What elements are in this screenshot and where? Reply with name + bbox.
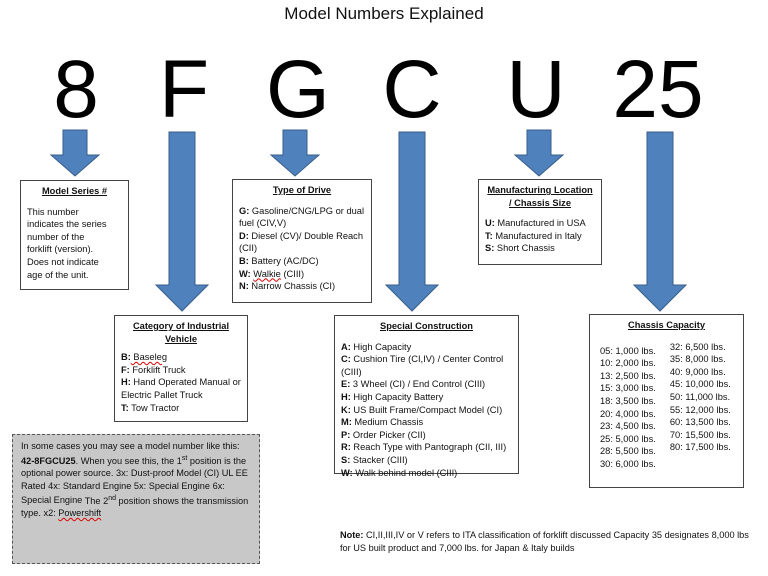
drive-item: B: Battery (AC/DC) bbox=[239, 255, 319, 266]
note-line-1: CI,II,III,IV or V refers to ITA classifi… bbox=[363, 530, 611, 540]
drive-box: Type of Drive G: Gasoline/CNG/LPG or dua… bbox=[232, 179, 372, 303]
capacity-item: 25: 5,000 lbs. bbox=[600, 433, 656, 444]
model-series-line: This number bbox=[27, 206, 79, 217]
capacity-item: 55: 12,000 lbs. bbox=[669, 404, 731, 415]
special-item: P: Order Picker (CII) bbox=[341, 429, 426, 440]
category-item: B: Baseleg bbox=[121, 352, 167, 363]
arrow-location-icon bbox=[513, 129, 565, 177]
capacity-right-column: 32: 6,500 lbs. 35: 8,000 lbs. 40: 9,000 … bbox=[670, 341, 731, 471]
capacity-item: 10: 2,000 lbs. bbox=[600, 358, 656, 369]
drive-item: N: Narrow Chassis (CI) bbox=[239, 281, 336, 292]
capacity-item: 20: 4,000 lbs. bbox=[600, 408, 656, 419]
example-line: 5x: Special Engine bbox=[133, 480, 211, 491]
arrow-series-icon bbox=[49, 129, 101, 177]
capacity-item: 05: 1,000 lbs. bbox=[600, 345, 656, 356]
capacity-box: Chassis Capacity 05: 1,000 lbs. 10: 2,00… bbox=[589, 314, 744, 488]
special-box: Special Construction A: High Capacity C:… bbox=[334, 315, 519, 478]
arrow-special-icon bbox=[384, 131, 440, 312]
category-title: Category of Industrial Vehicle bbox=[132, 321, 230, 344]
category-item: H: Hand Operated Manual or Electric Pall… bbox=[121, 377, 241, 400]
footnote: Note: CI,II,III,IV or V refers to ITA cl… bbox=[340, 529, 760, 555]
special-item: W: Walk behind model (CIII) bbox=[341, 467, 458, 478]
model-series-line: indicates the series bbox=[27, 219, 107, 230]
capacity-left-column: 05: 1,000 lbs. 10: 2,000 lbs. 13: 2,500 … bbox=[600, 345, 656, 471]
example-line: 6x: Special Engine bbox=[21, 480, 225, 506]
capacity-item: 13: 2,500 lbs. bbox=[600, 370, 656, 381]
arrow-capacity-icon bbox=[632, 131, 688, 312]
capacity-item: 18: 3,500 lbs. bbox=[600, 395, 656, 406]
drive-item: G: Gasoline/CNG/LPG or dual fuel (CIV,V) bbox=[239, 205, 365, 229]
arrow-category-icon bbox=[154, 131, 210, 312]
capacity-item: 32: 6,500 lbs. bbox=[669, 341, 726, 352]
category-item: F: Forklift Truck bbox=[121, 364, 186, 375]
capacity-item: 15: 3,000 lbs. bbox=[600, 383, 656, 394]
model-char-capacity: 25 bbox=[612, 44, 704, 135]
category-box: Category of Industrial Vehicle B: Basele… bbox=[114, 315, 248, 422]
special-item: R: Reach Type with Pantograph (CII, III) bbox=[341, 442, 507, 453]
location-item: S: Short Chassis bbox=[485, 243, 555, 254]
capacity-item: 45: 10,000 lbs. bbox=[669, 379, 731, 390]
note-line-2: Capacity 35 designates 8,000 lbs for US … bbox=[340, 530, 749, 553]
example-model: 42-8FGCU25 bbox=[21, 455, 76, 466]
drive-item: W: Walkie (CIII) bbox=[239, 268, 305, 279]
page-title: Model Numbers Explained bbox=[284, 4, 484, 23]
location-title: Manufacturing Location / Chassis Size bbox=[487, 185, 593, 208]
capacity-item: 30: 6,000 lbs. bbox=[600, 458, 656, 469]
model-char-series: 8 bbox=[53, 44, 99, 135]
special-item: H: High Capacity Battery bbox=[341, 391, 444, 402]
example-box: In some cases you may see a model number… bbox=[12, 434, 260, 564]
location-box: Manufacturing Location / Chassis Size U:… bbox=[478, 179, 602, 265]
arrow-drive-icon bbox=[269, 129, 321, 177]
example-intro: In some cases you may see a model number… bbox=[21, 441, 240, 451]
capacity-title: Chassis Capacity bbox=[628, 320, 705, 330]
capacity-item: 70: 15,500 lbs. bbox=[669, 429, 731, 440]
model-series-line: Does not indicate bbox=[27, 256, 99, 267]
model-series-line: number of the bbox=[27, 231, 85, 242]
capacity-item: 50: 11,000 lbs. bbox=[669, 391, 731, 402]
note-label: Note: bbox=[340, 530, 364, 540]
special-item: M: Medium Chassis bbox=[341, 417, 424, 428]
location-item: U: Manufactured in USA bbox=[485, 218, 586, 229]
special-item: A: High Capacity bbox=[341, 341, 412, 352]
special-title: Special Construction bbox=[380, 321, 473, 331]
model-char-drive: G bbox=[266, 44, 330, 135]
model-series-line: forklift (version). bbox=[27, 244, 94, 255]
drive-item: D: Diesel (CV)/ Double Reach (CII) bbox=[239, 230, 364, 254]
model-char-special: C bbox=[382, 44, 442, 135]
example-line: 3x: Dust-proof Model (CI) UL EE Rated bbox=[21, 468, 248, 491]
capacity-item: 28: 5,500 lbs. bbox=[600, 446, 656, 457]
model-series-title: Model Series # bbox=[41, 186, 108, 196]
example-line: 4x: Standard Engine bbox=[48, 480, 132, 491]
model-series-line: age of the unit. bbox=[27, 269, 89, 280]
capacity-item: 80: 17,500 lbs. bbox=[669, 442, 731, 453]
example-last-line: x2: Powershift bbox=[43, 508, 102, 519]
special-item: K: US Built Frame/Compact Model (CI) bbox=[341, 404, 503, 415]
capacity-item: 23: 4,500 lbs. bbox=[600, 421, 656, 432]
special-item: S: Stacker (CIII) bbox=[341, 454, 408, 465]
special-item: C: Cushion Tire (CI,IV) / Center Control… bbox=[341, 354, 504, 377]
example-transmission-line: The 2nd position shows the transmission … bbox=[21, 494, 249, 519]
capacity-item: 60: 13,500 lbs. bbox=[669, 417, 731, 428]
model-series-box: Model Series # This number indicates the… bbox=[20, 180, 129, 290]
special-item: E: 3 Wheel (CI) / End Control (CIII) bbox=[341, 379, 486, 390]
capacity-item: 40: 9,000 lbs. bbox=[669, 366, 726, 377]
category-item: T: Tow Tractor bbox=[121, 402, 180, 413]
capacity-item: 35: 8,000 lbs. bbox=[669, 354, 726, 365]
drive-title: Type of Drive bbox=[272, 185, 332, 195]
model-char-location: U bbox=[506, 44, 566, 135]
location-item: T: Manufactured in Italy bbox=[485, 230, 582, 241]
model-char-category: F bbox=[158, 44, 210, 135]
